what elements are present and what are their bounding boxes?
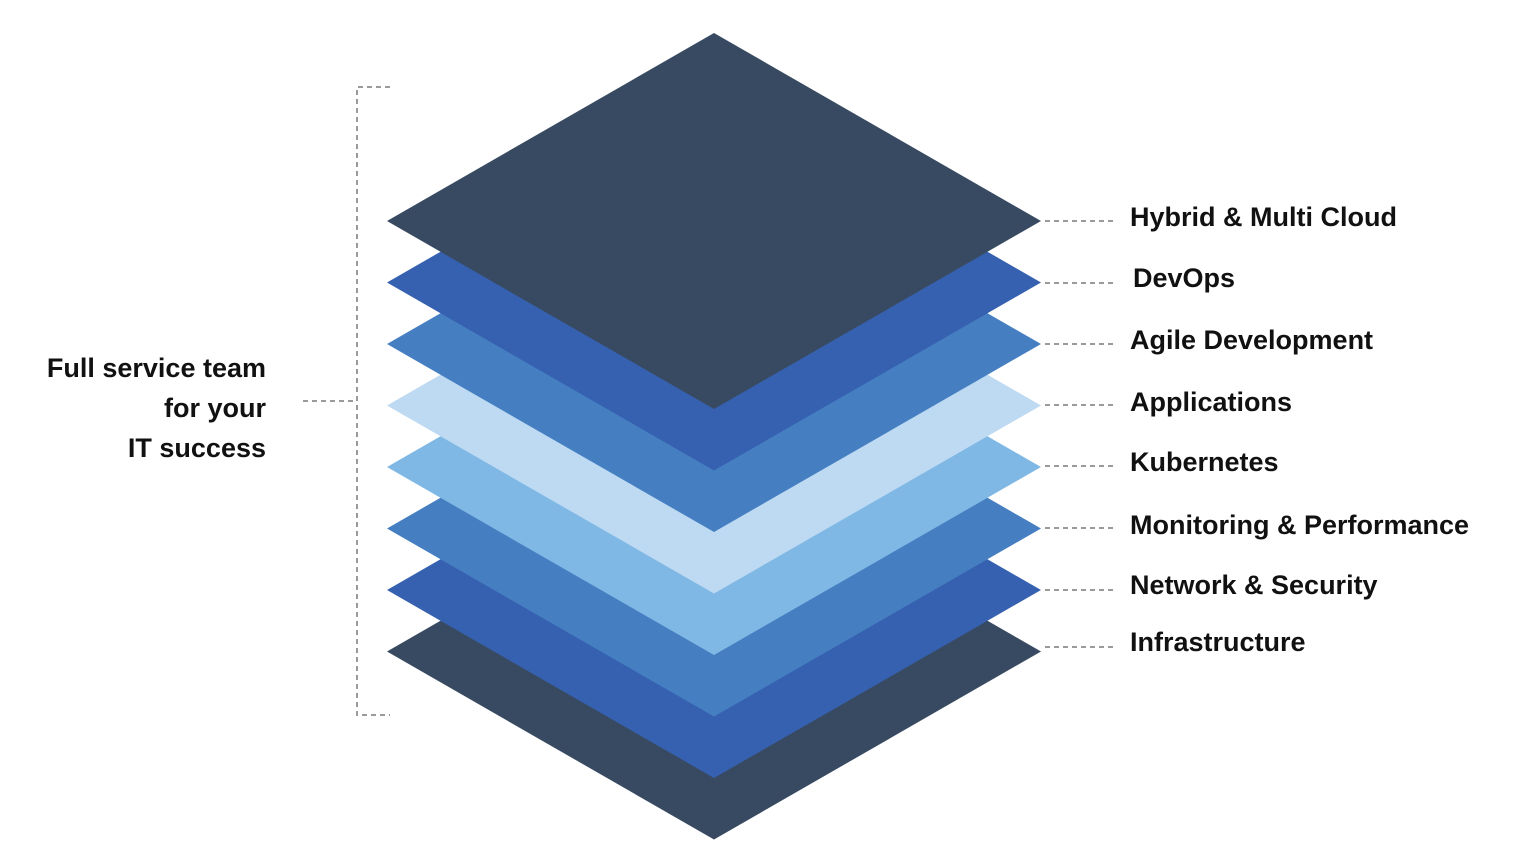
layer-label-monitoring-performance: Monitoring & Performance <box>1130 510 1470 540</box>
layer-plate <box>387 33 1041 409</box>
layer-label-hybrid-multi-cloud: Hybrid & Multi Cloud <box>1130 202 1397 232</box>
layer-label-devops: DevOps <box>1133 263 1236 293</box>
team-bracket <box>303 86 390 716</box>
team-caption-line: IT success <box>127 433 266 463</box>
label-connectors <box>1045 220 1114 648</box>
layer-label-infrastructure: Infrastructure <box>1130 627 1306 657</box>
layer-label-agile-development: Agile Development <box>1130 325 1374 355</box>
team-caption-line: Full service team <box>46 353 266 383</box>
layer-label-applications: Applications <box>1130 387 1293 417</box>
layer-label-network-security: Network & Security <box>1130 570 1378 600</box>
layer-label-kubernetes: Kubernetes <box>1130 447 1279 477</box>
team-caption: Full service team for your IT success <box>20 348 266 468</box>
team-caption-line: for your <box>163 393 266 423</box>
layer-stack <box>387 33 1041 840</box>
bracket-line <box>356 86 390 716</box>
